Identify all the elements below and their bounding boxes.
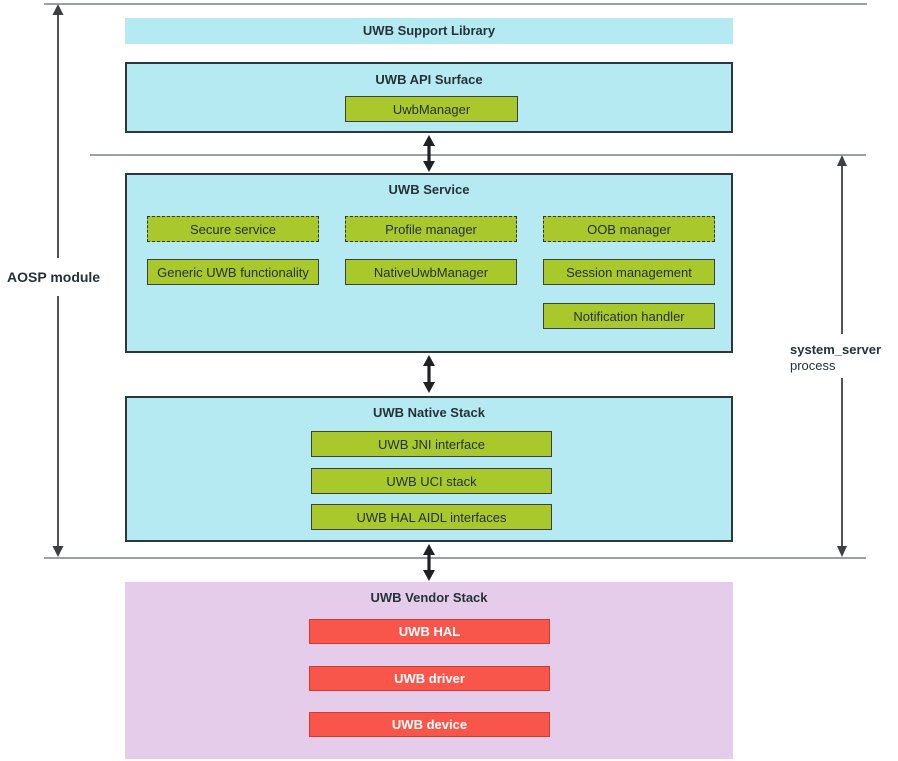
native-uwb-manager-chip: NativeUwbManager (345, 259, 517, 285)
profile-manager-chip: Profile manager (345, 216, 517, 242)
api-service-arrowhead-down-icon (423, 161, 435, 172)
system-server-label: system_server (790, 342, 882, 357)
uwb-uci-stack-chip: UWB UCI stack (311, 468, 552, 494)
uwbmanager-chip: UwbManager (345, 96, 518, 122)
uwb-api-surface-box: UWB API Surface UwbManager (125, 62, 733, 133)
uwb-support-library-bar: UWB Support Library (125, 18, 733, 44)
aosp-module-label: AOSP module (7, 267, 101, 287)
uwb-api-surface-title: UWB API Surface (375, 72, 483, 87)
native-vendor-arrowhead-down-icon (423, 570, 435, 581)
notification-handler-chip: Notification handler (543, 303, 715, 329)
uwb-service-box: UWB Service Secure service Profile manag… (125, 173, 733, 353)
uwb-native-stack-box: UWB Native Stack UWB JNI interface UWB U… (125, 396, 733, 542)
uwb-vendor-stack-box: UWB Vendor Stack UWB HAL UWB driver UWB … (125, 582, 733, 759)
aosp-arrowhead-up-icon (52, 4, 64, 15)
aosp-arrowhead-down-icon (52, 546, 64, 557)
oob-manager-chip: OOB manager (543, 216, 715, 242)
secure-service-chip: Secure service (147, 216, 319, 242)
uwb-jni-interface-chip: UWB JNI interface (311, 431, 552, 457)
uwb-driver-chip: UWB driver (309, 666, 550, 691)
api-service-arrowhead-up-icon (423, 135, 435, 146)
service-native-arrowhead-down-icon (423, 382, 435, 393)
uwb-hal-aidl-interfaces-chip: UWB HAL AIDL interfaces (311, 504, 552, 530)
system-server-process-label: system_server process (790, 340, 882, 376)
service-native-arrowhead-up-icon (423, 355, 435, 366)
uwb-native-stack-title: UWB Native Stack (373, 405, 485, 420)
uwb-vendor-stack-title: UWB Vendor Stack (370, 590, 488, 605)
uwb-service-title: UWB Service (388, 182, 470, 197)
system-server-arrowhead-down-icon (837, 546, 847, 557)
uwb-support-library-title: UWB Support Library (362, 23, 496, 38)
native-vendor-arrowhead-up-icon (423, 544, 435, 555)
system-server-arrowhead-up-icon (837, 155, 847, 166)
process-label: process (790, 358, 836, 373)
uwb-device-chip: UWB device (309, 712, 550, 737)
session-management-chip: Session management (543, 259, 715, 285)
generic-uwb-functionality-chip: Generic UWB functionality (147, 259, 319, 285)
uwb-hal-chip: UWB HAL (309, 619, 550, 644)
